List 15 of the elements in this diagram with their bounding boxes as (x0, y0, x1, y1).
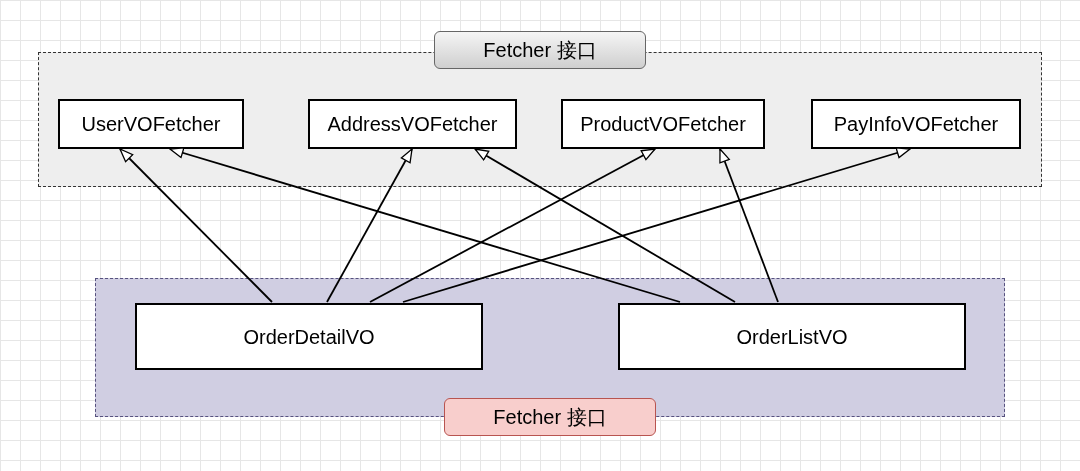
inheritance-arrow (369, 148, 656, 303)
class-box: UserVOFetcher (58, 99, 244, 149)
class-box: PayInfoVOFetcher (811, 99, 1021, 149)
group-title: Fetcher 接口 (434, 31, 646, 69)
class-box: OrderListVO (618, 303, 966, 370)
inheritance-arrow (119, 148, 273, 303)
class-box: ProductVOFetcher (561, 99, 765, 149)
inheritance-arrow (402, 147, 911, 303)
class-box: OrderDetailVO (135, 303, 483, 370)
inheritance-arrow (326, 148, 413, 303)
inheritance-arrow (169, 147, 681, 303)
inheritance-arrow (719, 148, 779, 303)
inheritance-arrow (474, 148, 736, 303)
group-title: Fetcher 接口 (444, 398, 656, 436)
class-box: AddressVOFetcher (308, 99, 517, 149)
